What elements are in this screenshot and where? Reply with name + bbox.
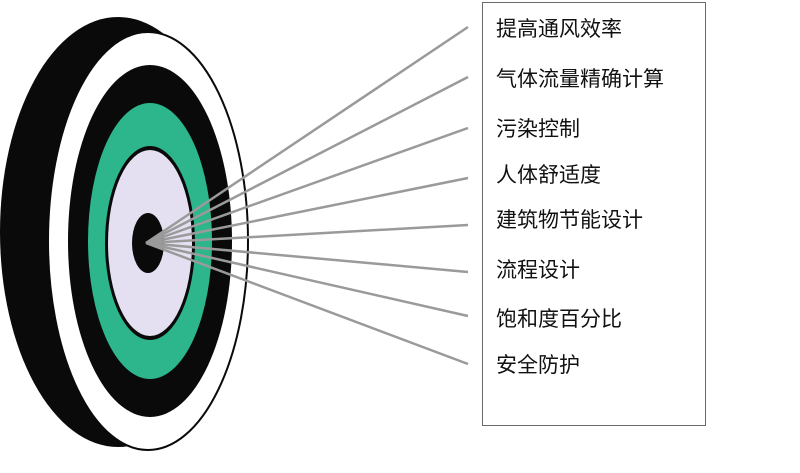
connector-rays — [145, 25, 469, 366]
label-saturation-percentage: 饱和度百分比 — [496, 307, 622, 331]
label-process-design: 流程设计 — [496, 258, 580, 282]
label-human-comfort: 人体舒适度 — [496, 163, 601, 187]
connector-ray-8 — [145, 241, 469, 366]
label-gas-flow-calculation: 气体流量精确计算 — [496, 67, 664, 91]
connector-ray-5 — [145, 223, 469, 245]
connector-ray-7 — [145, 241, 469, 318]
labels-box — [482, 2, 706, 426]
connector-ray-1 — [145, 25, 469, 245]
connector-ray-2 — [145, 75, 469, 245]
label-ventilation-efficiency: 提高通风效率 — [496, 17, 622, 41]
connector-ray-4 — [145, 176, 469, 245]
connector-ray-6 — [145, 241, 469, 274]
connector-ray-3 — [145, 126, 469, 245]
label-pollution-control: 污染控制 — [496, 117, 580, 141]
label-safety-protection: 安全防护 — [496, 353, 580, 377]
label-building-energy-design: 建筑物节能设计 — [496, 208, 643, 232]
